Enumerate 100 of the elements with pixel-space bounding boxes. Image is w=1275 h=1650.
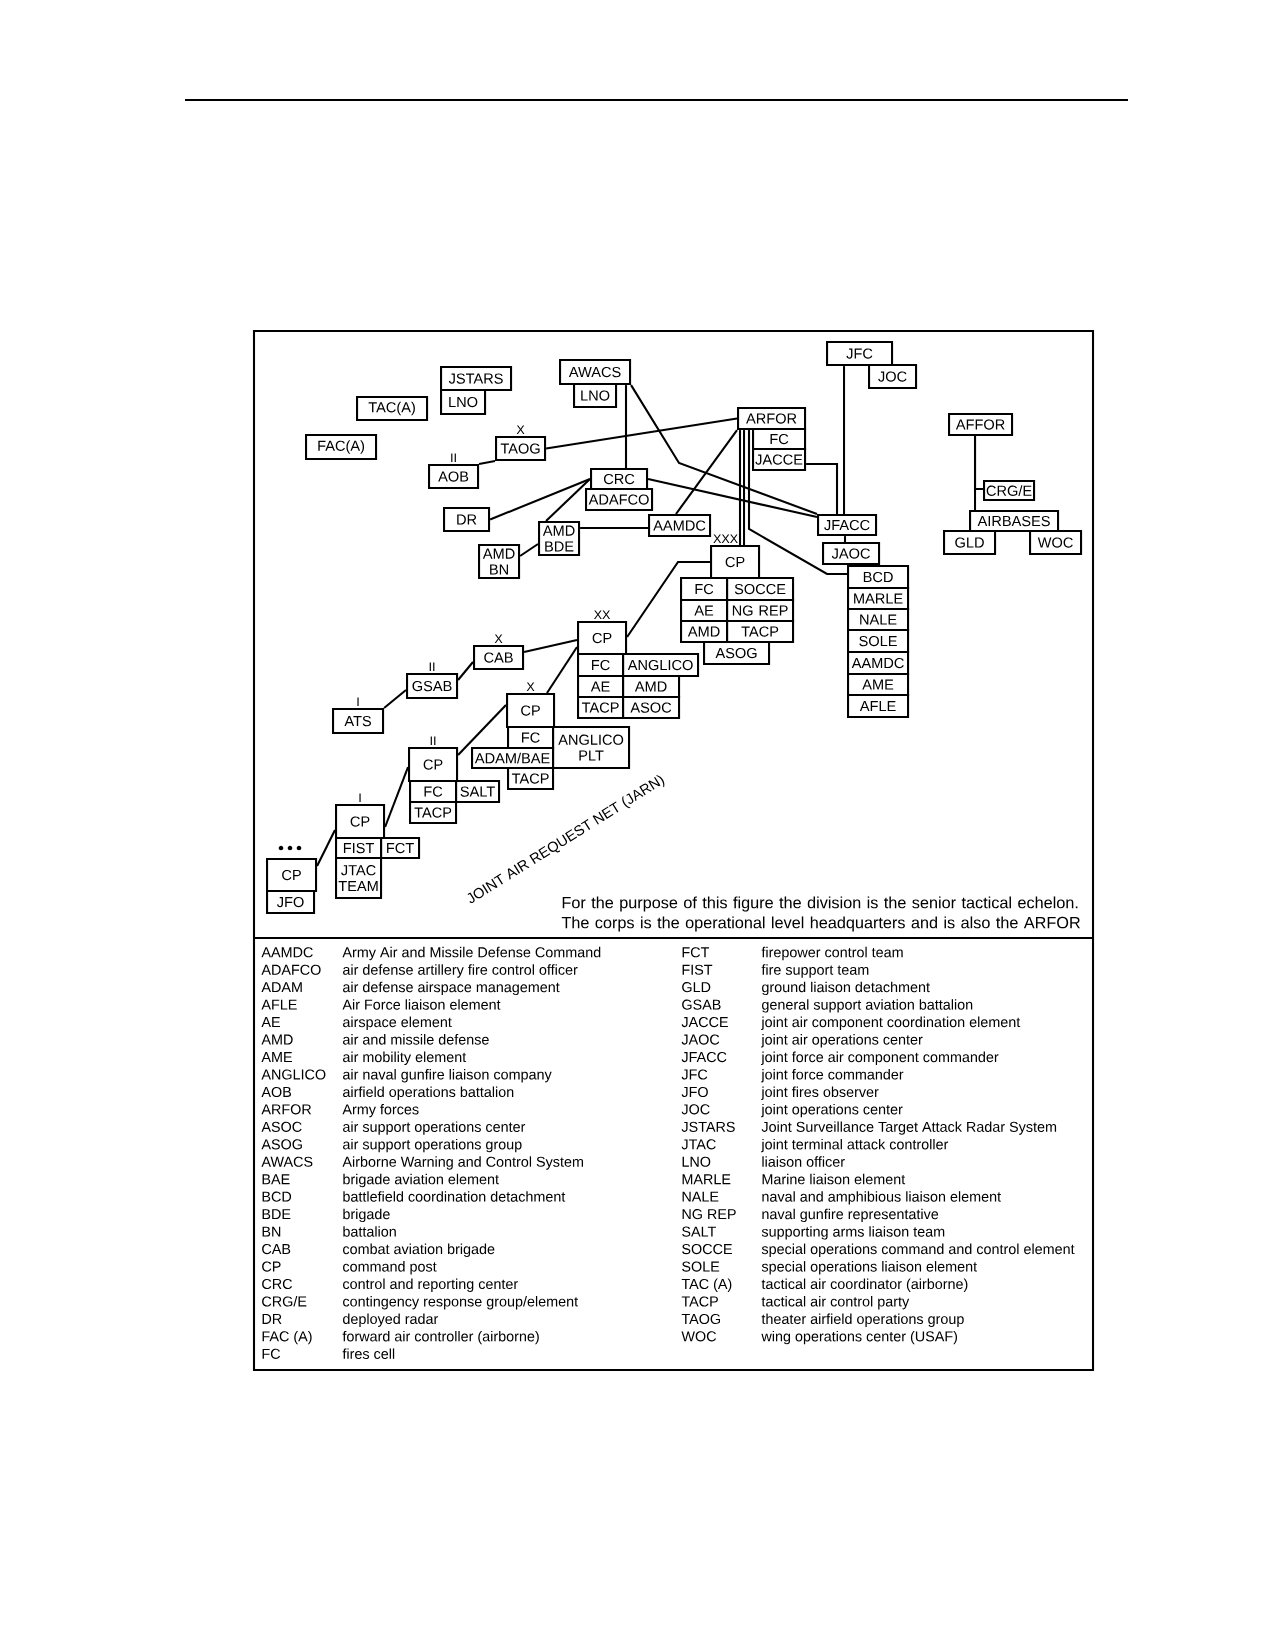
unit-box: ATS: [332, 708, 385, 735]
glossary-term: GLD: [682, 982, 711, 993]
glossary-definition: joint force air component commander: [761, 1051, 999, 1065]
connector-line: [747, 430, 847, 576]
unit-box: BCD: [847, 565, 910, 590]
glossary-term: JOC: [681, 1104, 710, 1115]
element-box: FC: [577, 653, 625, 678]
element-box: TACP: [577, 696, 625, 720]
glossary-definition: special operations liaison element: [761, 1261, 977, 1275]
glossary-definition: air defense airspace management: [343, 981, 560, 996]
connector-line: [647, 478, 818, 518]
connector-line: [457, 661, 474, 681]
glossary-definition: tactical air coordinator (airborne): [761, 1278, 968, 1292]
glossary-definition: air defense artillery fire control officer: [343, 964, 578, 978]
element-box: JFO: [266, 890, 316, 915]
glossary-term: JACCE: [681, 1017, 728, 1028]
glossary-definition: naval and amphibious liaison element: [762, 1191, 1001, 1205]
connector-line: [545, 417, 738, 450]
glossary-definition: joint air operations center: [761, 1034, 923, 1048]
glossary-term: AAMDC: [261, 947, 313, 958]
glossary-definition: fires cell: [342, 1348, 395, 1359]
glossary-term: BAE: [262, 1174, 290, 1185]
echelon-symbol: II: [430, 736, 436, 746]
element-box: AMD: [680, 620, 729, 644]
connector-line: [478, 460, 496, 466]
glossary-definition: fire support team: [761, 964, 869, 978]
glossary-definition: joint operations center: [761, 1103, 903, 1118]
element-box: AE: [577, 675, 625, 699]
element-box: GLD: [943, 530, 997, 556]
glossary-term: BDE: [262, 1209, 291, 1220]
unit-box: GSAB: [406, 673, 459, 700]
glossary-term: MARLE: [682, 1174, 731, 1185]
element-box: JTAC TEAM: [335, 857, 383, 900]
unit-box: CRG/E: [983, 480, 1036, 502]
unit-box: JOC: [868, 364, 918, 390]
glossary-term: FAC (A): [262, 1330, 312, 1345]
glossary-definition: air and missile defense: [343, 1034, 489, 1045]
glossary-definition: command post: [343, 1261, 437, 1275]
element-box: AMD: [622, 675, 681, 699]
glossary-definition: joint terminal attack controller: [761, 1138, 949, 1153]
glossary-definition: airfield operations battalion: [343, 1086, 514, 1100]
element-box: SALT: [455, 780, 501, 804]
glossary-term: AME: [261, 1052, 292, 1062]
glossary-term: JTAC: [681, 1139, 716, 1150]
connector-line: [624, 385, 628, 468]
element-box: FCT: [380, 837, 421, 860]
glossary-term: ANGLICO: [261, 1069, 326, 1080]
connector-line: [519, 543, 539, 557]
glossary-definition: brigade: [343, 1208, 390, 1223]
element-box: ASOG: [703, 641, 771, 666]
connector-line: [523, 639, 578, 654]
connector-line: [630, 384, 818, 515]
unit-box: AWACS: [559, 359, 632, 386]
glossary-definition: general support aviation battalion: [762, 999, 973, 1013]
glossary-term: AFLE: [261, 999, 297, 1010]
connector-line: [546, 646, 578, 694]
element-box: LNO: [573, 383, 618, 409]
element-box: ADAFCO: [585, 488, 654, 512]
glossary-term: TAOG: [681, 1313, 720, 1325]
glossary-definition: joint air component coordination element: [761, 1016, 1021, 1030]
glossary-definition: tactical air control party: [761, 1296, 910, 1310]
unit-box: CP: [710, 545, 761, 580]
glossary-term: AMD: [261, 1034, 293, 1045]
element-box: TACP: [409, 801, 458, 825]
glossary-definition: joint fires observer: [761, 1086, 879, 1100]
connector-line: [842, 366, 846, 514]
glossary-term: AWACS: [261, 1156, 313, 1167]
glossary-definition: battalion: [343, 1226, 396, 1237]
connector-line: [675, 429, 738, 515]
connector-line: [489, 478, 591, 521]
unit-box: CAB: [473, 645, 525, 671]
glossary-term: DR: [262, 1314, 282, 1324]
element-box: SOLE: [847, 629, 910, 654]
unit-box: AAMDC: [648, 514, 712, 538]
glossary-term: CAB: [262, 1244, 291, 1255]
unit-box: CP: [577, 621, 628, 656]
glossary-term: AOB: [261, 1086, 291, 1098]
glossary-term: TACP: [681, 1296, 718, 1307]
unit-box: ARFOR: [737, 407, 807, 431]
glossary-definition: ground liaison detachment: [762, 981, 930, 996]
glossary-term: ADAM: [261, 982, 302, 993]
glossary-definition: Airborne Warning and Control System: [342, 1156, 583, 1170]
unit-box: CP: [506, 693, 556, 729]
glossary-term: FCT: [682, 947, 710, 958]
glossary-definition: combat aviation brigade: [343, 1243, 495, 1257]
echelon-symbol: X: [494, 634, 503, 644]
connector-line: [316, 829, 336, 867]
glossary-term: SALT: [682, 1226, 716, 1237]
glossary-term: ASOC: [261, 1121, 302, 1132]
connector-line: [457, 704, 507, 756]
glossary-definition: air mobility element: [343, 1051, 467, 1065]
note-text: For the purpose of this figure the division is the senior tactical echelon. The corps is the operational level headquarters and is also the ARFOR: [561, 896, 1080, 932]
glossary-definition: air naval gunfire liaison company: [343, 1069, 552, 1083]
glossary-definition: contingency response group/element: [343, 1296, 578, 1310]
connector-line: [384, 766, 409, 828]
glossary-term: ARFOR: [261, 1104, 312, 1115]
echelon-symbol: X: [516, 425, 525, 435]
glossary-definition: wing operations center (USAF): [761, 1330, 958, 1345]
glossary-term: NALE: [682, 1191, 719, 1202]
element-box: ASOC: [622, 696, 681, 720]
